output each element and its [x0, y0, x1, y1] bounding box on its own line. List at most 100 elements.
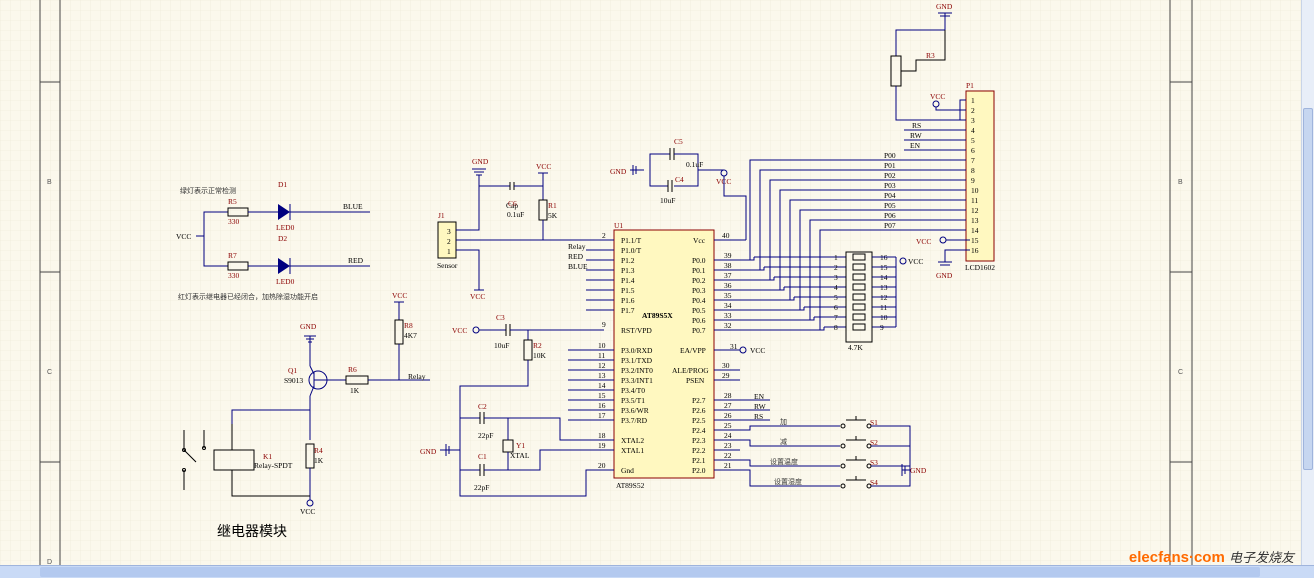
button-s1[interactable]: [840, 416, 880, 429]
xtal2-pin-num: 18: [598, 431, 606, 440]
lcd-data-net-label: P02: [884, 171, 896, 180]
lcd-pin-num: 14: [971, 226, 979, 235]
lcd-pin-num: 15: [971, 236, 979, 245]
k1-value: Relay-SPDT: [254, 461, 293, 470]
rpack-left-pin: 7: [834, 313, 838, 322]
button-label: 设置温度: [770, 457, 798, 466]
mcu-left-pin-name: P1.7: [621, 306, 635, 315]
mcu-left-pin-name: P1.0/T: [621, 246, 642, 255]
sensor-gnd: GND: [472, 157, 489, 166]
mcu-left-pin-name: P1.4: [621, 276, 635, 285]
lcd-data-wire: [740, 219, 970, 321]
j1-pin-1: 1: [447, 247, 451, 256]
button-ref: S4: [870, 478, 878, 487]
r6-ref: R6: [348, 365, 357, 374]
rpack-resistor: [852, 283, 866, 291]
mcu-p2-pin-num: 24: [724, 431, 732, 440]
lcd-data-net-label: P00: [884, 151, 896, 160]
lcd-body: [965, 90, 995, 262]
y1-value: XTAL: [510, 451, 530, 460]
rpack-left-pin: 4: [834, 283, 838, 292]
horizontal-scrollbar[interactable]: [0, 565, 1314, 578]
j1-ref: J1: [438, 211, 445, 220]
gnd-pin-name: Gnd: [621, 466, 634, 475]
rst-pin-name: RST/VPD: [621, 326, 652, 335]
c1-value: 22pF: [474, 483, 489, 492]
zone-label-d: D: [47, 559, 52, 566]
r6-value: 1K: [350, 386, 360, 395]
lcd-data-wire: [740, 199, 970, 301]
mcu-p3-pin-name: P3.4/T0: [621, 386, 645, 395]
lcd-pin-num: 13: [971, 216, 979, 225]
reset-section: VCC C3 10uF R2 10K: [452, 313, 586, 470]
power-gnd: GND: [610, 167, 627, 176]
zone-label-c: C: [47, 369, 52, 376]
rpack-data-wire: [800, 307, 805, 311]
r1-ref: R1: [548, 201, 557, 210]
c3-value: 10uF: [494, 341, 509, 350]
mcu-p3-pin-name: P3.5/T1: [621, 396, 645, 405]
button-s3[interactable]: [840, 456, 880, 469]
rpack-data-wire: [760, 267, 765, 271]
mcu-p0-pin-num: 34: [724, 301, 732, 310]
mcu-p2-pin-num: 25: [724, 421, 732, 430]
vertical-scrollbar-thumb[interactable]: [1303, 108, 1313, 470]
rpack-value: 4.7K: [848, 343, 863, 352]
mcu-p0-pin-name: P0.2: [692, 276, 706, 285]
lcd-data-wire: [740, 189, 970, 291]
r7-ref: R7: [228, 251, 237, 260]
mcu-p3-pin-num: 17: [598, 411, 606, 420]
rpack-left-pin: 8: [834, 323, 838, 332]
mcu-p2-pin-name: P2.0: [692, 466, 706, 475]
j1-pin-3: 3: [447, 227, 451, 236]
watermark-cn: 电子发烧友: [1228, 551, 1294, 566]
net-red-mcu: RED: [568, 252, 584, 261]
r7-value: 330: [228, 271, 240, 280]
lcd-p1: GND R3 VCC P1 LCD1602 123456789101112131…: [884, 2, 995, 280]
lcd-data-wire: [740, 169, 970, 271]
lcd-part: LCD1602: [965, 263, 995, 272]
rpack-left-pin: 1: [834, 253, 838, 262]
mcu-p2-pin-num: 21: [724, 461, 732, 470]
button-label: 减: [780, 437, 787, 446]
lcd-data-net-label: P04: [884, 191, 896, 200]
c2-value: 22pF: [478, 431, 493, 440]
mcu-p3-pin-num: 14: [598, 381, 606, 390]
schematic-canvas[interactable]: B C D B C 绿灯表示正常检测 红灯表示继电器已经闭合，加热除湿功能开启 …: [0, 0, 1302, 566]
mcu-left-pin-name: P1.2: [621, 256, 635, 265]
lcd-data-wire: [740, 179, 970, 281]
mcu-p3-pin-name: P3.2/INT0: [621, 366, 653, 375]
mcu-right-pins: 39P0.038P0.137P0.236P0.335P0.434P0.533P0…: [692, 159, 970, 475]
mcu-p2-pin-name: P2.5: [692, 416, 706, 425]
rpack-resistor: [852, 263, 866, 271]
lcd-net-rw: RW: [910, 131, 923, 140]
mcu-part: AT89S52: [616, 481, 645, 490]
lcd-pin-num: 10: [971, 186, 979, 195]
lcd-pin-num: 7: [971, 156, 975, 165]
horizontal-scrollbar-thumb[interactable]: [40, 567, 1260, 577]
rpack-data-wire: [820, 327, 825, 331]
rpack-data-wire: [770, 277, 775, 281]
vertical-scrollbar[interactable]: [1301, 0, 1314, 566]
ale-pin-name: ALE/PROG: [672, 366, 709, 375]
mcu-left-pin-name: P1.5: [621, 286, 635, 295]
mcu-left-pin-name: P1.3: [621, 266, 635, 275]
mcu-p2-pin-num: 28: [724, 391, 732, 400]
lcd-data-net-label: P03: [884, 181, 896, 190]
button-s2[interactable]: [840, 436, 880, 449]
button-s4[interactable]: [840, 476, 880, 489]
mcu-p3-pin-name: P3.6/WR: [621, 406, 649, 415]
c2-ref: C2: [478, 402, 487, 411]
mcu-p0-pin-name: P0.5: [692, 306, 706, 315]
r8-value: 4K7: [404, 331, 417, 340]
mcu-p2-pin-name: P2.3: [692, 436, 706, 445]
lcd-pin-num: 9: [971, 176, 975, 185]
c5-ref: C5: [674, 137, 683, 146]
net-red: RED: [348, 256, 364, 265]
ale-pin-num: 30: [722, 361, 730, 370]
button-wire: [740, 469, 840, 487]
r5-value: 330: [228, 217, 240, 226]
